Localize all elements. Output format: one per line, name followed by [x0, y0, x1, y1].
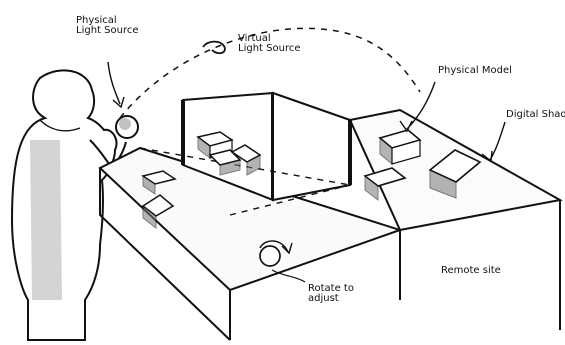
rotate-to-adjust-label: Rotate to adjust — [308, 284, 354, 304]
physical-light-source-label: Physical Light Source — [76, 16, 138, 36]
person-figure — [12, 70, 126, 340]
rotate-label-line-2: adjust — [308, 294, 354, 304]
remote-site-label: Remote site — [441, 266, 501, 276]
virtual-light-source-label-line-2: Light Source — [238, 44, 300, 54]
virtual-light-source-label: Virtual Light Source — [238, 34, 300, 54]
physical-light-source — [116, 116, 138, 138]
physical-light-source-label-line-2: Light Source — [76, 26, 138, 36]
physical-model-label: Physical Model — [438, 66, 512, 76]
physical-light-arrow — [108, 62, 124, 107]
digital-shadow-arrow — [482, 122, 505, 161]
digital-shadow-label: Digital Shadow — [506, 110, 565, 120]
